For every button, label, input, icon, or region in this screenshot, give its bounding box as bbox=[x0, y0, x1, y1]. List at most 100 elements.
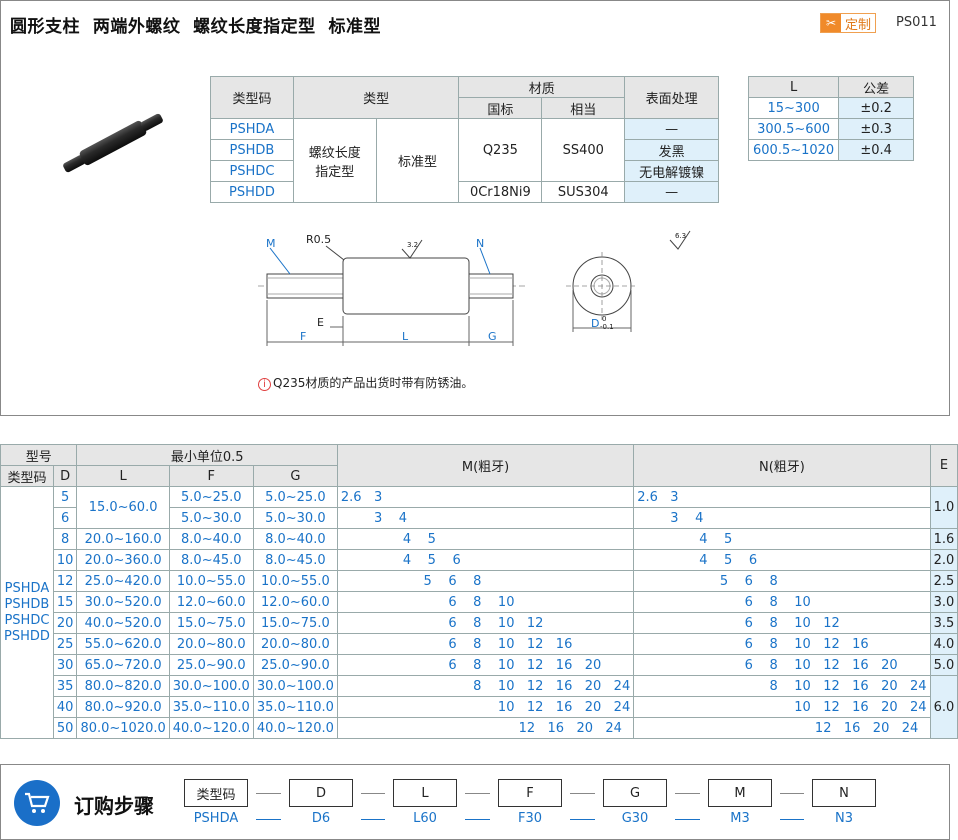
m-thread-cell: 3 4 bbox=[336, 507, 635, 529]
l-cell: 80.0~820.0 bbox=[76, 675, 170, 697]
e-cell: 3.0 bbox=[929, 591, 958, 613]
th-g: G bbox=[252, 465, 338, 487]
f-cell: 30.0~100.0 bbox=[168, 675, 254, 697]
th-d: D bbox=[52, 465, 78, 487]
l-cell: 20.0~160.0 bbox=[76, 528, 170, 550]
roughness-label: 6.3 bbox=[675, 232, 686, 240]
g-cell: 40.0~120.0 bbox=[252, 717, 338, 739]
note-text: Q235材质的产品出货时带有防锈油。 bbox=[273, 376, 474, 390]
e-cell: 5.0 bbox=[929, 654, 958, 676]
f-cell: 8.0~40.0 bbox=[168, 528, 254, 550]
drawing-d-tol-lower: -0.1 bbox=[600, 323, 614, 331]
d-cell: 40 bbox=[52, 696, 78, 718]
e-cell: 3.5 bbox=[929, 612, 958, 634]
n-thread-cell: 6 8 10 12 16 20 bbox=[633, 654, 931, 676]
d-cell: 8 bbox=[52, 528, 78, 550]
f-cell: 8.0~45.0 bbox=[168, 549, 254, 571]
g-cell: 5.0~25.0 bbox=[252, 486, 338, 508]
order-connector bbox=[675, 819, 700, 820]
n-thread-cell: 12 16 20 24 bbox=[633, 717, 931, 739]
drawing-label-e: E bbox=[317, 316, 324, 329]
l-cell: 20.0~360.0 bbox=[76, 549, 170, 571]
th-equiv: 相当 bbox=[541, 97, 626, 119]
e-cell: 4.0 bbox=[929, 633, 958, 655]
custom-label: 定制 bbox=[845, 17, 872, 33]
n-thread-cell: 2.6 3 bbox=[633, 486, 931, 508]
tol-value-cell: ±0.2 bbox=[838, 97, 914, 119]
th-n: N(粗牙) bbox=[633, 444, 931, 487]
product-image bbox=[63, 113, 163, 173]
type-cell: 螺纹长度 指定型 bbox=[292, 118, 377, 203]
n-thread-cell: 6 8 10 12 16 bbox=[633, 633, 931, 655]
material-gb-cell: 0Cr18Ni9 bbox=[458, 181, 543, 203]
g-cell: 15.0~75.0 bbox=[252, 612, 338, 634]
typecode-cell[interactable]: PSHDA bbox=[210, 118, 294, 140]
order-field-box: F bbox=[498, 779, 562, 807]
order-field-box: D bbox=[289, 779, 353, 807]
g-cell: 20.0~80.0 bbox=[252, 633, 338, 655]
order-connector bbox=[361, 819, 385, 820]
order-field-box: G bbox=[603, 779, 667, 807]
order-field-value: F30 bbox=[517, 811, 543, 826]
custom-icon: ✂ bbox=[821, 14, 841, 32]
d-cell: 5 bbox=[52, 486, 78, 508]
tol-l-cell: 300.5~600 bbox=[747, 118, 840, 140]
th-gb: 国标 bbox=[458, 97, 543, 119]
order-connector bbox=[780, 819, 804, 820]
page-title: 圆形支柱 两端外螺纹 螺纹长度指定型 标准型 bbox=[10, 17, 382, 37]
f-cell: 5.0~30.0 bbox=[168, 507, 254, 529]
l-cell: 65.0~720.0 bbox=[76, 654, 170, 676]
d-cell: 6 bbox=[52, 507, 78, 529]
d-cell: 25 bbox=[52, 633, 78, 655]
th-typecode: 类型码 bbox=[0, 465, 54, 487]
custom-button[interactable]: ✂ 定制 bbox=[820, 13, 876, 33]
technical-drawing: M N R0.5 3.2 6.3 E F L G D 0 -0.1 bbox=[258, 230, 691, 346]
dimension-table: 型号 最小单位0.5 M(粗牙) N(粗牙) E 类型码 D L F G PSH… bbox=[0, 444, 958, 739]
surface-cell: — bbox=[624, 118, 719, 140]
order-field-value: L60 bbox=[413, 811, 437, 826]
th-typecode: 类型码 bbox=[210, 76, 294, 119]
order-connector bbox=[780, 793, 804, 794]
l-cell: 40.0~520.0 bbox=[76, 612, 170, 634]
tol-value-cell: ±0.4 bbox=[838, 139, 914, 161]
typecode-cell[interactable]: PSHDC bbox=[210, 160, 294, 182]
material-gb-cell: Q235 bbox=[458, 118, 543, 182]
order-connector bbox=[465, 819, 490, 820]
roughness-label: 3.2 bbox=[407, 241, 418, 249]
f-cell: 5.0~25.0 bbox=[168, 486, 254, 508]
order-title: 订购步骤 bbox=[74, 794, 154, 818]
typecode-cell[interactable]: PSHDB bbox=[210, 139, 294, 161]
th-material: 材质 bbox=[458, 76, 626, 98]
n-thread-cell: 6 8 10 bbox=[633, 591, 931, 613]
tol-l-cell: 600.5~1020 bbox=[747, 139, 840, 161]
order-connector bbox=[256, 819, 281, 820]
m-thread-cell: 6 8 10 12 bbox=[336, 612, 635, 634]
drawing-label-f: F bbox=[300, 330, 306, 343]
f-cell: 25.0~90.0 bbox=[168, 654, 254, 676]
n-thread-cell: 4 5 bbox=[633, 528, 931, 550]
order-connector bbox=[675, 793, 700, 794]
l-cell: 30.0~520.0 bbox=[76, 591, 170, 613]
th-surface: 表面处理 bbox=[624, 76, 719, 119]
info-icon: i bbox=[258, 378, 271, 391]
e-cell: 2.5 bbox=[929, 570, 958, 592]
order-connector bbox=[570, 819, 595, 820]
f-cell: 15.0~75.0 bbox=[168, 612, 254, 634]
drawing-d-tol-upper: 0 bbox=[602, 315, 606, 323]
n-thread-cell: 10 12 16 20 24 bbox=[633, 696, 931, 718]
g-cell: 10.0~55.0 bbox=[252, 570, 338, 592]
surface-cell: 发黑 bbox=[624, 139, 719, 161]
n-thread-cell: 6 8 10 12 bbox=[633, 612, 931, 634]
typecode-cell[interactable]: PSHDD bbox=[210, 181, 294, 203]
order-field-box: N bbox=[812, 779, 876, 807]
th-type: 类型 bbox=[292, 76, 460, 119]
d-cell: 12 bbox=[52, 570, 78, 592]
l-cell: 55.0~620.0 bbox=[76, 633, 170, 655]
order-field-value: N3 bbox=[835, 811, 853, 826]
m-thread-cell: 10 12 16 20 24 bbox=[336, 696, 635, 718]
drawing-label-g: G bbox=[488, 330, 497, 343]
typecode-cell[interactable]: PSHDA PSHDB PSHDC PSHDD bbox=[0, 486, 54, 739]
surface-cell: — bbox=[624, 181, 719, 203]
th-m: M(粗牙) bbox=[336, 444, 635, 487]
